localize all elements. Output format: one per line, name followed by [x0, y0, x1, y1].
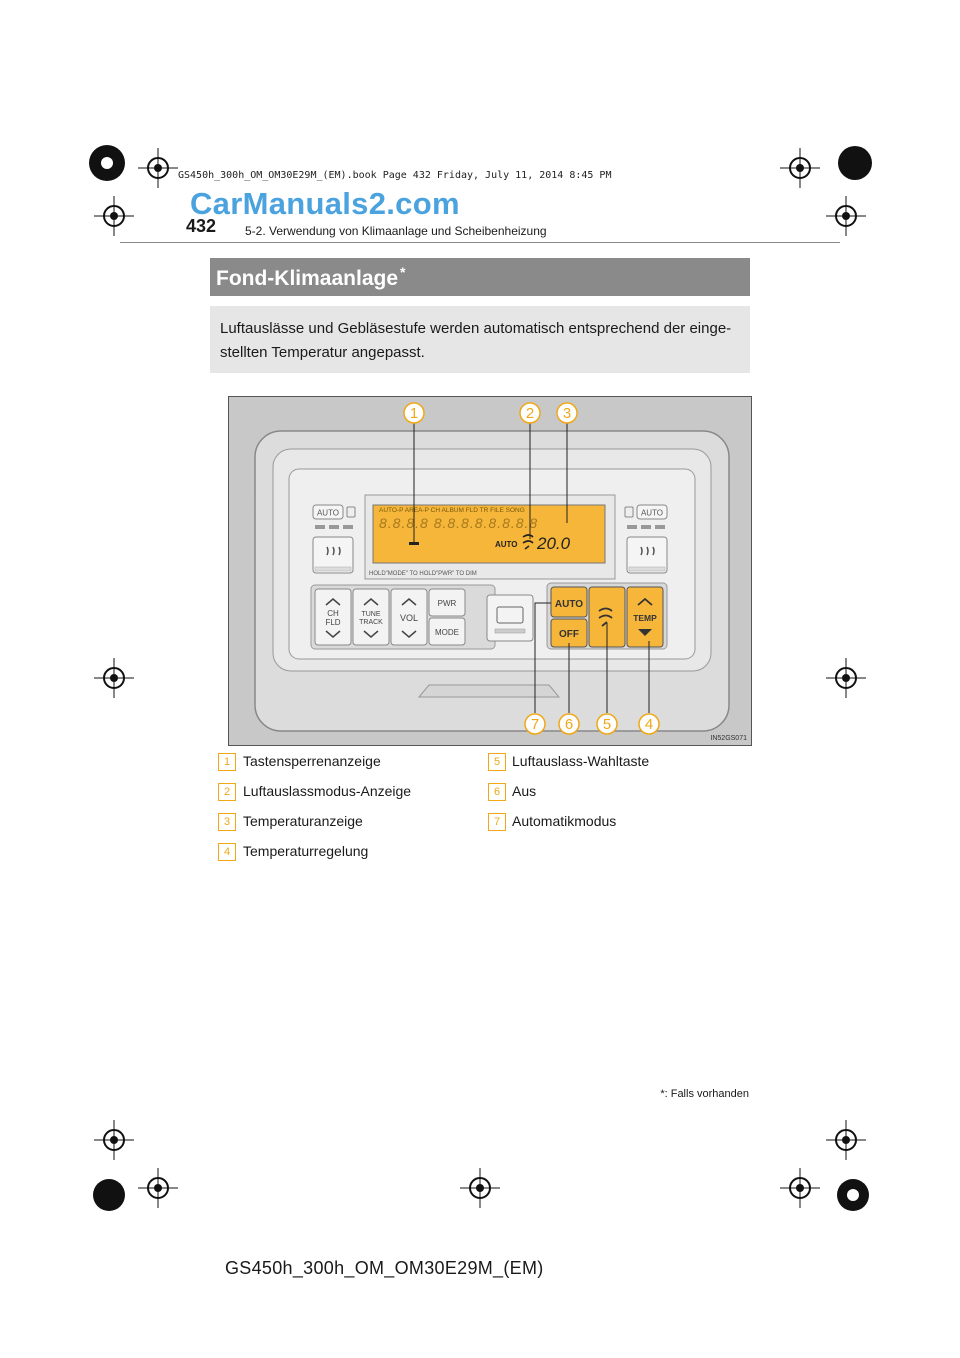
svg-text:6: 6 [565, 716, 573, 733]
crosshair-icon [138, 148, 178, 188]
svg-text:TEMP: TEMP [633, 613, 657, 623]
legend-number: 5 [488, 753, 506, 771]
callout-2: 2 [519, 402, 541, 424]
crosshair-icon [780, 1168, 820, 1208]
figure-code: IN52GS071 [710, 735, 747, 742]
off-button[interactable]: OFF [550, 618, 588, 648]
section-title: 5-2. Verwendung von Klimaanlage und Sche… [245, 224, 547, 238]
auto-button[interactable]: AUTO [550, 586, 588, 618]
mode-button[interactable]: MODE [428, 617, 466, 646]
book-file-line: GS450h_300h_OM_OM30E29M_(EM).book Page 4… [178, 170, 612, 181]
legend-label: Temperaturanzeige [243, 813, 363, 829]
header-divider [120, 242, 840, 243]
page-title: Fond-Klimaanlage* [216, 264, 406, 290]
intro-line-2: stellten Temperatur angepasst. [220, 344, 425, 361]
svg-text:4: 4 [645, 716, 653, 733]
airflow-mode-indicator [522, 534, 534, 550]
svg-text:8.8.8.8 8.8.8.8.8.8.8.8: 8.8.8.8 8.8.8.8.8.8.8.8 [379, 515, 538, 531]
crosshair-icon [94, 1120, 134, 1160]
legend-label: Luftauslass-Wahltaste [512, 753, 650, 769]
callout-7: 7 [524, 713, 546, 735]
registration-mark-icon [84, 1170, 134, 1220]
svg-text:3: 3 [563, 405, 571, 422]
legend-label: Luftauslassmodus-Anzeige [243, 783, 412, 799]
media-button[interactable] [486, 594, 534, 642]
svg-text:5: 5 [603, 716, 611, 733]
registration-mark-icon [82, 138, 132, 188]
auto-left-indicator: AUTO [312, 504, 344, 520]
title-bar: Fond-Klimaanlage* [210, 258, 750, 296]
rear-climate-panel-figure: AUTO AUTO AUTO-P AREA-P CH ALBUM FLD TR … [228, 396, 752, 746]
lcd-auto-text: AUTO [495, 540, 518, 549]
legend-number: 7 [488, 813, 506, 831]
callout-3: 3 [556, 402, 578, 424]
callout-4: 4 [638, 713, 660, 735]
crosshair-icon [826, 658, 866, 698]
ch-fld-button[interactable]: CH FLD [314, 588, 352, 646]
key-lock-indicator [409, 542, 419, 545]
legend-number: 3 [218, 813, 236, 831]
watermark-text: CarManuals2.com [190, 186, 460, 221]
page-number: 432 [186, 216, 217, 236]
legend-number: 6 [488, 783, 506, 801]
svg-text:MODE: MODE [435, 628, 459, 637]
lcd-temperature-value: 20.0 [536, 534, 571, 553]
pwr-button[interactable]: PWR [428, 588, 466, 617]
legend-number: 1 [218, 753, 236, 771]
callout-5: 5 [596, 713, 618, 735]
callout-1: 1 [403, 402, 425, 424]
temp-button[interactable]: TEMP [626, 586, 664, 648]
crosshair-icon [780, 148, 820, 188]
svg-text:AUTO: AUTO [641, 509, 663, 518]
registration-mark-icon [828, 1170, 878, 1220]
legend-label: Temperaturregelung [243, 843, 369, 859]
svg-text:7: 7 [531, 716, 539, 733]
crosshair-icon [94, 196, 134, 236]
crosshair-icon [826, 196, 866, 236]
svg-text:VOL: VOL [400, 613, 418, 623]
svg-text:OFF: OFF [559, 629, 579, 640]
svg-text:CH: CH [327, 609, 339, 618]
svg-text:AUTO: AUTO [555, 599, 583, 610]
seat-heater-right-button[interactable] [626, 536, 668, 574]
legend-label: Tastensperrenanzeige [243, 753, 381, 769]
legend-number: 2 [218, 783, 236, 801]
auto-right-indicator: AUTO [636, 504, 668, 520]
lcd-display: AUTO-P AREA-P CH ALBUM FLD TR FILE SONG … [372, 504, 606, 564]
vol-button[interactable]: VOL [390, 588, 428, 646]
svg-text:1: 1 [410, 405, 418, 422]
svg-text:PWR: PWR [438, 599, 457, 608]
crosshair-icon [460, 1168, 500, 1208]
seat-heater-left-button[interactable] [312, 536, 354, 574]
intro-box: Luftauslässe und Gebläsestufe werden aut… [210, 306, 750, 373]
callout-6: 6 [558, 713, 580, 735]
legend-number: 4 [218, 843, 236, 861]
footnote: *: Falls vorhanden [660, 1088, 749, 1100]
svg-text:FLD: FLD [325, 618, 340, 627]
svg-text:TUNE: TUNE [361, 611, 380, 618]
registration-mark-icon [830, 138, 880, 188]
svg-text:2: 2 [526, 405, 534, 422]
crosshair-icon [138, 1168, 178, 1208]
legend-label: Aus [512, 783, 537, 799]
svg-text:AUTO: AUTO [317, 509, 339, 518]
tune-track-button[interactable]: TUNE TRACK [352, 588, 390, 646]
crosshair-icon [826, 1120, 866, 1160]
legend-label: Automatikmodus [512, 813, 617, 829]
intro-line-1: Luftauslässe und Gebläsestufe werden aut… [220, 320, 732, 337]
svg-text:AUTO-P AREA-P CH ALBUM FLD TR: AUTO-P AREA-P CH ALBUM FLD TR FILE SONG [379, 507, 525, 514]
svg-text:TRACK: TRACK [359, 619, 383, 626]
lcd-hold-hint: HOLD"MODE" TO HOLD"PWR" TO DIM [369, 571, 477, 577]
crosshair-icon [94, 658, 134, 698]
footer-doc-id: GS450h_300h_OM_OM30E29M_(EM) [225, 1258, 544, 1278]
